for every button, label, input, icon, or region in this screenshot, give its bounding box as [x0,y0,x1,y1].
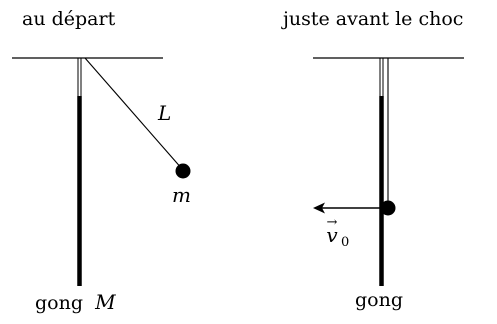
gong-mass-label: M [94,290,116,314]
right-panel: juste avant le choc → v 0 gong [281,8,464,311]
string-length-label: L [157,101,171,125]
velocity-arrowhead [313,202,325,214]
mass-label: m [172,183,191,207]
velocity-subscript: 0 [341,235,349,250]
velocity-arrow-accent: → [327,215,338,230]
right-panel-title: juste avant le choc [281,8,463,30]
right-gong-label: gong [355,289,403,311]
pendulum-string [84,57,184,171]
left-gong-caption: gong M [35,290,116,314]
pendulum-mass [175,163,191,179]
left-panel-title: au départ [22,8,116,30]
left-panel: au départ L m gong M [12,8,191,314]
velocity-symbol: v [326,223,338,247]
left-gong-word: gong [35,292,83,314]
right-pendulum-mass [380,200,396,216]
